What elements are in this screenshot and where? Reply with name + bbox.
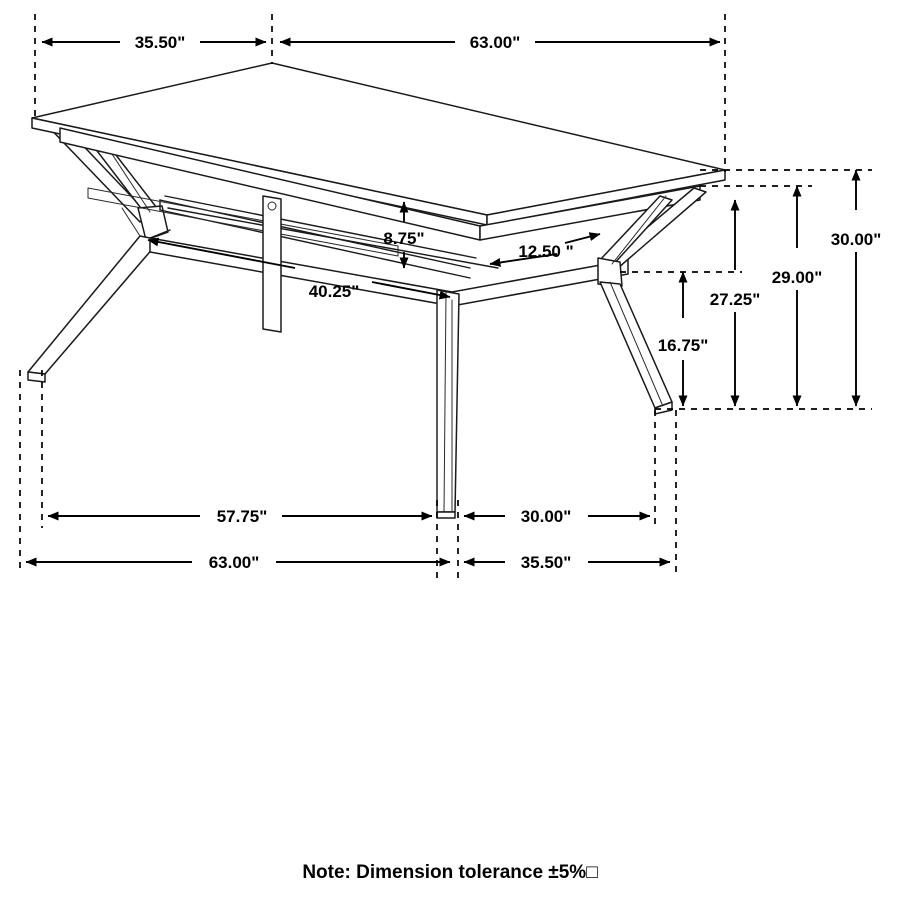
dim-bottom-outer-left-label: 63.00" xyxy=(209,553,260,572)
dimension-bottom-outer-left: 63.00" xyxy=(25,553,451,572)
dim-overall-height-label: 30.00" xyxy=(831,230,882,249)
dimension-apron-height: 8.75" xyxy=(383,201,425,269)
dimension-apron-underside: 27.25" xyxy=(710,199,761,407)
dim-top-left-label: 35.50" xyxy=(135,33,186,52)
front-center-leg xyxy=(436,289,460,519)
dim-apron-underside-label: 27.25" xyxy=(710,290,761,309)
dimension-top-right: 63.00" xyxy=(279,33,721,52)
dimension-foot-height: 16.75" xyxy=(658,271,709,407)
dim-foot-height-label: 16.75" xyxy=(658,336,709,355)
extension-lines xyxy=(19,14,872,578)
dimension-bottom-inner-right: 30.00" xyxy=(463,507,651,526)
stretcher-inner-edges xyxy=(149,195,477,259)
stretcher-rear-rail xyxy=(167,207,499,269)
front-center-leg-foot xyxy=(436,511,456,519)
dimension-overall-height: 30.00" xyxy=(831,169,882,407)
table-illustration xyxy=(27,62,726,519)
front-center-leg-edge xyxy=(443,291,447,513)
dimension-table-height: 29.00" xyxy=(772,185,823,407)
dim-bottom-outer-right-label: 35.50" xyxy=(521,553,572,572)
dim-stretcher-line-b xyxy=(371,281,451,300)
rear-left-leg xyxy=(436,289,453,513)
dim-apron-height-label: 8.75" xyxy=(383,229,424,248)
dim-leg-offset-label: 12.50 " xyxy=(518,242,573,261)
table-top xyxy=(31,62,726,226)
dim-stretcher-label: 40.25" xyxy=(309,282,360,301)
dim-leg-offset-line-a xyxy=(489,253,558,267)
table-top-front-right-edge xyxy=(486,169,726,226)
dim-bottom-inner-right-label: 30.00" xyxy=(521,507,572,526)
left-leg-hub xyxy=(137,205,169,241)
dim-leg-offset-line-b xyxy=(564,232,601,244)
left-leg-lower-splay xyxy=(27,235,161,375)
front-center-leg-body xyxy=(436,289,460,513)
shelf-frame-upper xyxy=(87,187,399,257)
dim-top-right-label: 63.00" xyxy=(470,33,521,52)
left-leg-foot xyxy=(27,371,46,383)
dimension-leg-offset: 12.50 " xyxy=(489,232,601,267)
apron-right-short xyxy=(479,185,701,241)
right-leg-hub xyxy=(597,257,623,287)
dimension-stretcher-length: 40.25" xyxy=(147,237,451,301)
right-trestle-leg xyxy=(597,187,707,415)
tolerance-note: Note: Dimension tolerance ±5%□ xyxy=(302,862,598,883)
dim-table-height-label: 29.00" xyxy=(772,268,823,287)
right-leg-edge-highlight xyxy=(609,195,667,405)
dim-bottom-inner-left-label: 57.75" xyxy=(217,507,268,526)
center-post-bolt-icon xyxy=(267,201,277,211)
rear-left-leg-lines xyxy=(436,289,453,513)
dimension-top-left: 35.50" xyxy=(41,33,267,52)
dimension-bottom-inner-left: 57.75" xyxy=(47,507,433,526)
dimension-bottom-outer-right: 35.50" xyxy=(463,553,671,572)
dim-stretcher-line-a xyxy=(147,237,296,269)
